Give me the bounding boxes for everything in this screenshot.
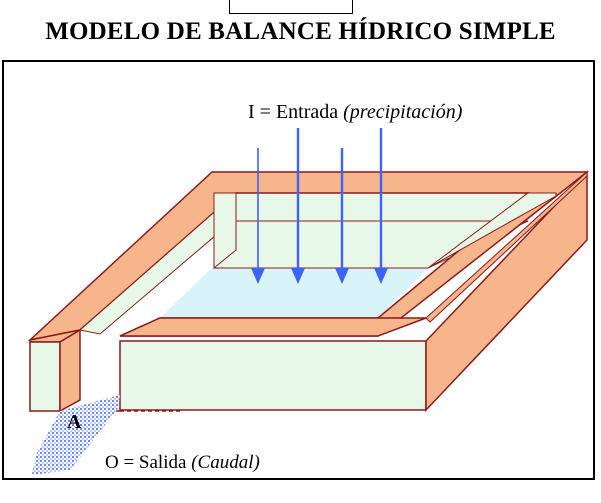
output-label-italic: (Caudal) (191, 452, 260, 473)
front-wall-top (119, 317, 427, 337)
diagram-frame (2, 60, 595, 480)
precipitation-arrows (251, 128, 388, 284)
output-label: O = Salida (Caudal) (105, 452, 260, 473)
rain-arrowhead-3 (335, 268, 349, 284)
front-wall-face (119, 340, 427, 411)
rain-arrowhead-4 (374, 268, 388, 284)
title-tab (229, 0, 353, 14)
input-label-italic: (precipitación) (343, 101, 463, 123)
left-post-side (59, 328, 81, 413)
point-a-label: A (67, 411, 82, 433)
diagram-title: MODELO DE BALANCE HÍDRICO SIMPLE (45, 18, 556, 45)
right-wall-side (425, 170, 588, 412)
right-inner-wall (427, 192, 557, 269)
right-wall-top-edge (425, 170, 588, 323)
back-wall-inner (214, 193, 556, 221)
input-label-prefix: I = Entrada (248, 101, 343, 123)
output-label-prefix: O = Salida (105, 452, 191, 473)
water-surface (160, 268, 428, 318)
rain-arrowhead-1 (251, 268, 265, 284)
left-wall-face (213, 192, 237, 270)
outflow-stream (32, 395, 120, 475)
left-post-front (29, 341, 61, 412)
rain-arrowhead-2 (291, 268, 305, 284)
input-label: I = Entrada (precipitación) (248, 101, 463, 123)
